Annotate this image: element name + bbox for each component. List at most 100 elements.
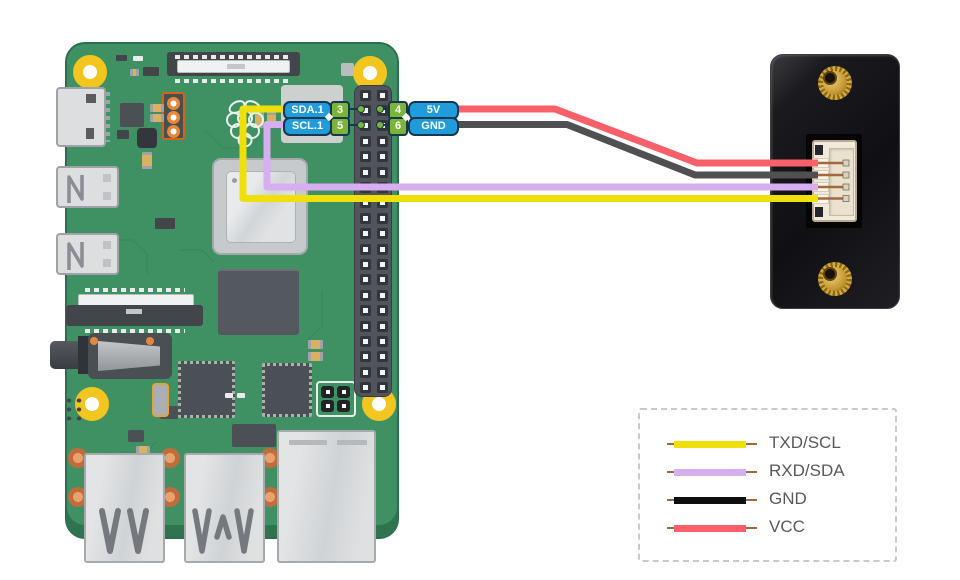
gpio-pin bbox=[377, 135, 388, 147]
connector-teeth bbox=[85, 329, 185, 333]
raspberry-pi-logo-icon bbox=[226, 100, 264, 148]
passive bbox=[267, 112, 276, 128]
soc-dot bbox=[232, 178, 237, 183]
legend-label: GND bbox=[769, 489, 807, 508]
test-pads bbox=[64, 396, 86, 424]
leader-line bbox=[380, 123, 390, 126]
passive bbox=[150, 104, 164, 112]
gpio-pin bbox=[360, 89, 371, 101]
gpio-pin bbox=[360, 289, 371, 301]
passive bbox=[116, 55, 127, 61]
header-pin-icon bbox=[167, 125, 180, 138]
ethernet-port bbox=[277, 430, 376, 563]
hdmi-pins bbox=[104, 92, 110, 142]
pin-label-gnd: GND bbox=[408, 117, 459, 136]
ic-chip-small bbox=[120, 103, 144, 127]
gpio-pin bbox=[360, 320, 371, 332]
poe-pin-icon bbox=[337, 386, 350, 398]
passive bbox=[308, 352, 323, 361]
header-pin-icon bbox=[167, 97, 180, 110]
legend-label: RXD/SDA bbox=[769, 461, 845, 480]
smd-pad bbox=[341, 63, 354, 76]
wire-notch bbox=[812, 182, 829, 192]
passive bbox=[155, 218, 175, 229]
ic-chip bbox=[262, 363, 312, 417]
connector-slot bbox=[815, 207, 823, 217]
usb-port-bottom bbox=[84, 453, 165, 563]
wire-notch bbox=[812, 193, 829, 204]
pin-dot-icon bbox=[376, 120, 384, 129]
brass-insert-icon bbox=[818, 262, 852, 296]
copper-pad-icon bbox=[68, 448, 88, 468]
gpio-pin bbox=[360, 228, 371, 240]
connector-tab bbox=[227, 64, 245, 69]
gpio-pin bbox=[360, 258, 371, 270]
gpio-pin bbox=[360, 243, 371, 255]
pin-number-5: 5 bbox=[330, 117, 350, 136]
gpio-pin bbox=[377, 228, 388, 240]
gpio-pin bbox=[360, 366, 371, 378]
legend-label: VCC bbox=[769, 517, 805, 536]
poe-pin-icon bbox=[321, 400, 334, 412]
gpio-pin bbox=[377, 151, 388, 163]
wire-notch bbox=[812, 170, 829, 180]
leader-line bbox=[345, 123, 363, 126]
gpio-pin bbox=[360, 274, 371, 286]
hdmi-detail bbox=[86, 94, 96, 103]
connector-teeth bbox=[85, 288, 185, 292]
copper-pad-icon bbox=[160, 448, 180, 468]
legend-swatch bbox=[674, 468, 746, 476]
gpio-pin bbox=[377, 89, 388, 101]
usb-port-side bbox=[56, 166, 119, 208]
usb-port-side bbox=[56, 233, 119, 275]
passive bbox=[143, 67, 159, 76]
leader-line bbox=[345, 108, 363, 110]
display-connector bbox=[66, 305, 203, 326]
leader-line bbox=[380, 108, 390, 110]
gpio-pin bbox=[377, 181, 388, 193]
copper-pad-icon bbox=[260, 448, 280, 468]
passive bbox=[237, 393, 245, 398]
legend-item: GND bbox=[667, 489, 887, 508]
legend-item: RXD/SDA bbox=[667, 461, 887, 480]
gpio-pin bbox=[377, 166, 388, 178]
ram-chip bbox=[218, 269, 299, 335]
gpio-pin bbox=[377, 243, 388, 255]
hdmi-port bbox=[56, 87, 106, 147]
gpio-pin bbox=[360, 351, 371, 363]
legend-label: TXD/SCL bbox=[769, 433, 841, 452]
gpio-pin bbox=[360, 151, 371, 163]
poe-pin-icon bbox=[321, 386, 334, 398]
gpio-pin bbox=[360, 166, 371, 178]
gpio-header bbox=[354, 85, 392, 397]
poe-pin-icon bbox=[337, 400, 350, 412]
screw-dot-icon bbox=[90, 337, 98, 345]
hdmi-detail bbox=[86, 128, 94, 139]
copper-pad-icon bbox=[160, 487, 180, 507]
legend-box: TXD/SCL RXD/SDA GND VCC bbox=[638, 408, 897, 562]
pin-dot-icon bbox=[357, 105, 365, 113]
connector-recess bbox=[829, 148, 854, 216]
gpio-pin bbox=[360, 212, 371, 224]
legend-swatch bbox=[674, 524, 746, 532]
passive bbox=[117, 130, 129, 139]
header-pin-icon bbox=[167, 111, 180, 124]
audio-jack-flange bbox=[78, 336, 90, 374]
passive bbox=[133, 56, 143, 61]
ic-chip-small bbox=[232, 424, 276, 447]
passive bbox=[150, 114, 164, 122]
passive bbox=[308, 340, 323, 349]
gpio-pin bbox=[360, 382, 371, 394]
wire-notch bbox=[812, 158, 829, 168]
legend-swatch bbox=[674, 440, 746, 448]
screw-dot-icon bbox=[146, 337, 154, 345]
pin-dot-icon bbox=[357, 120, 365, 129]
connector-slot bbox=[815, 145, 823, 155]
gpio-pin bbox=[377, 351, 388, 363]
pin-dot-icon bbox=[376, 105, 384, 113]
ic-chip-small bbox=[137, 128, 157, 148]
legend-item: TXD/SCL bbox=[667, 433, 887, 452]
wire-vcc bbox=[450, 105, 818, 167]
gpio-pin bbox=[360, 335, 371, 347]
